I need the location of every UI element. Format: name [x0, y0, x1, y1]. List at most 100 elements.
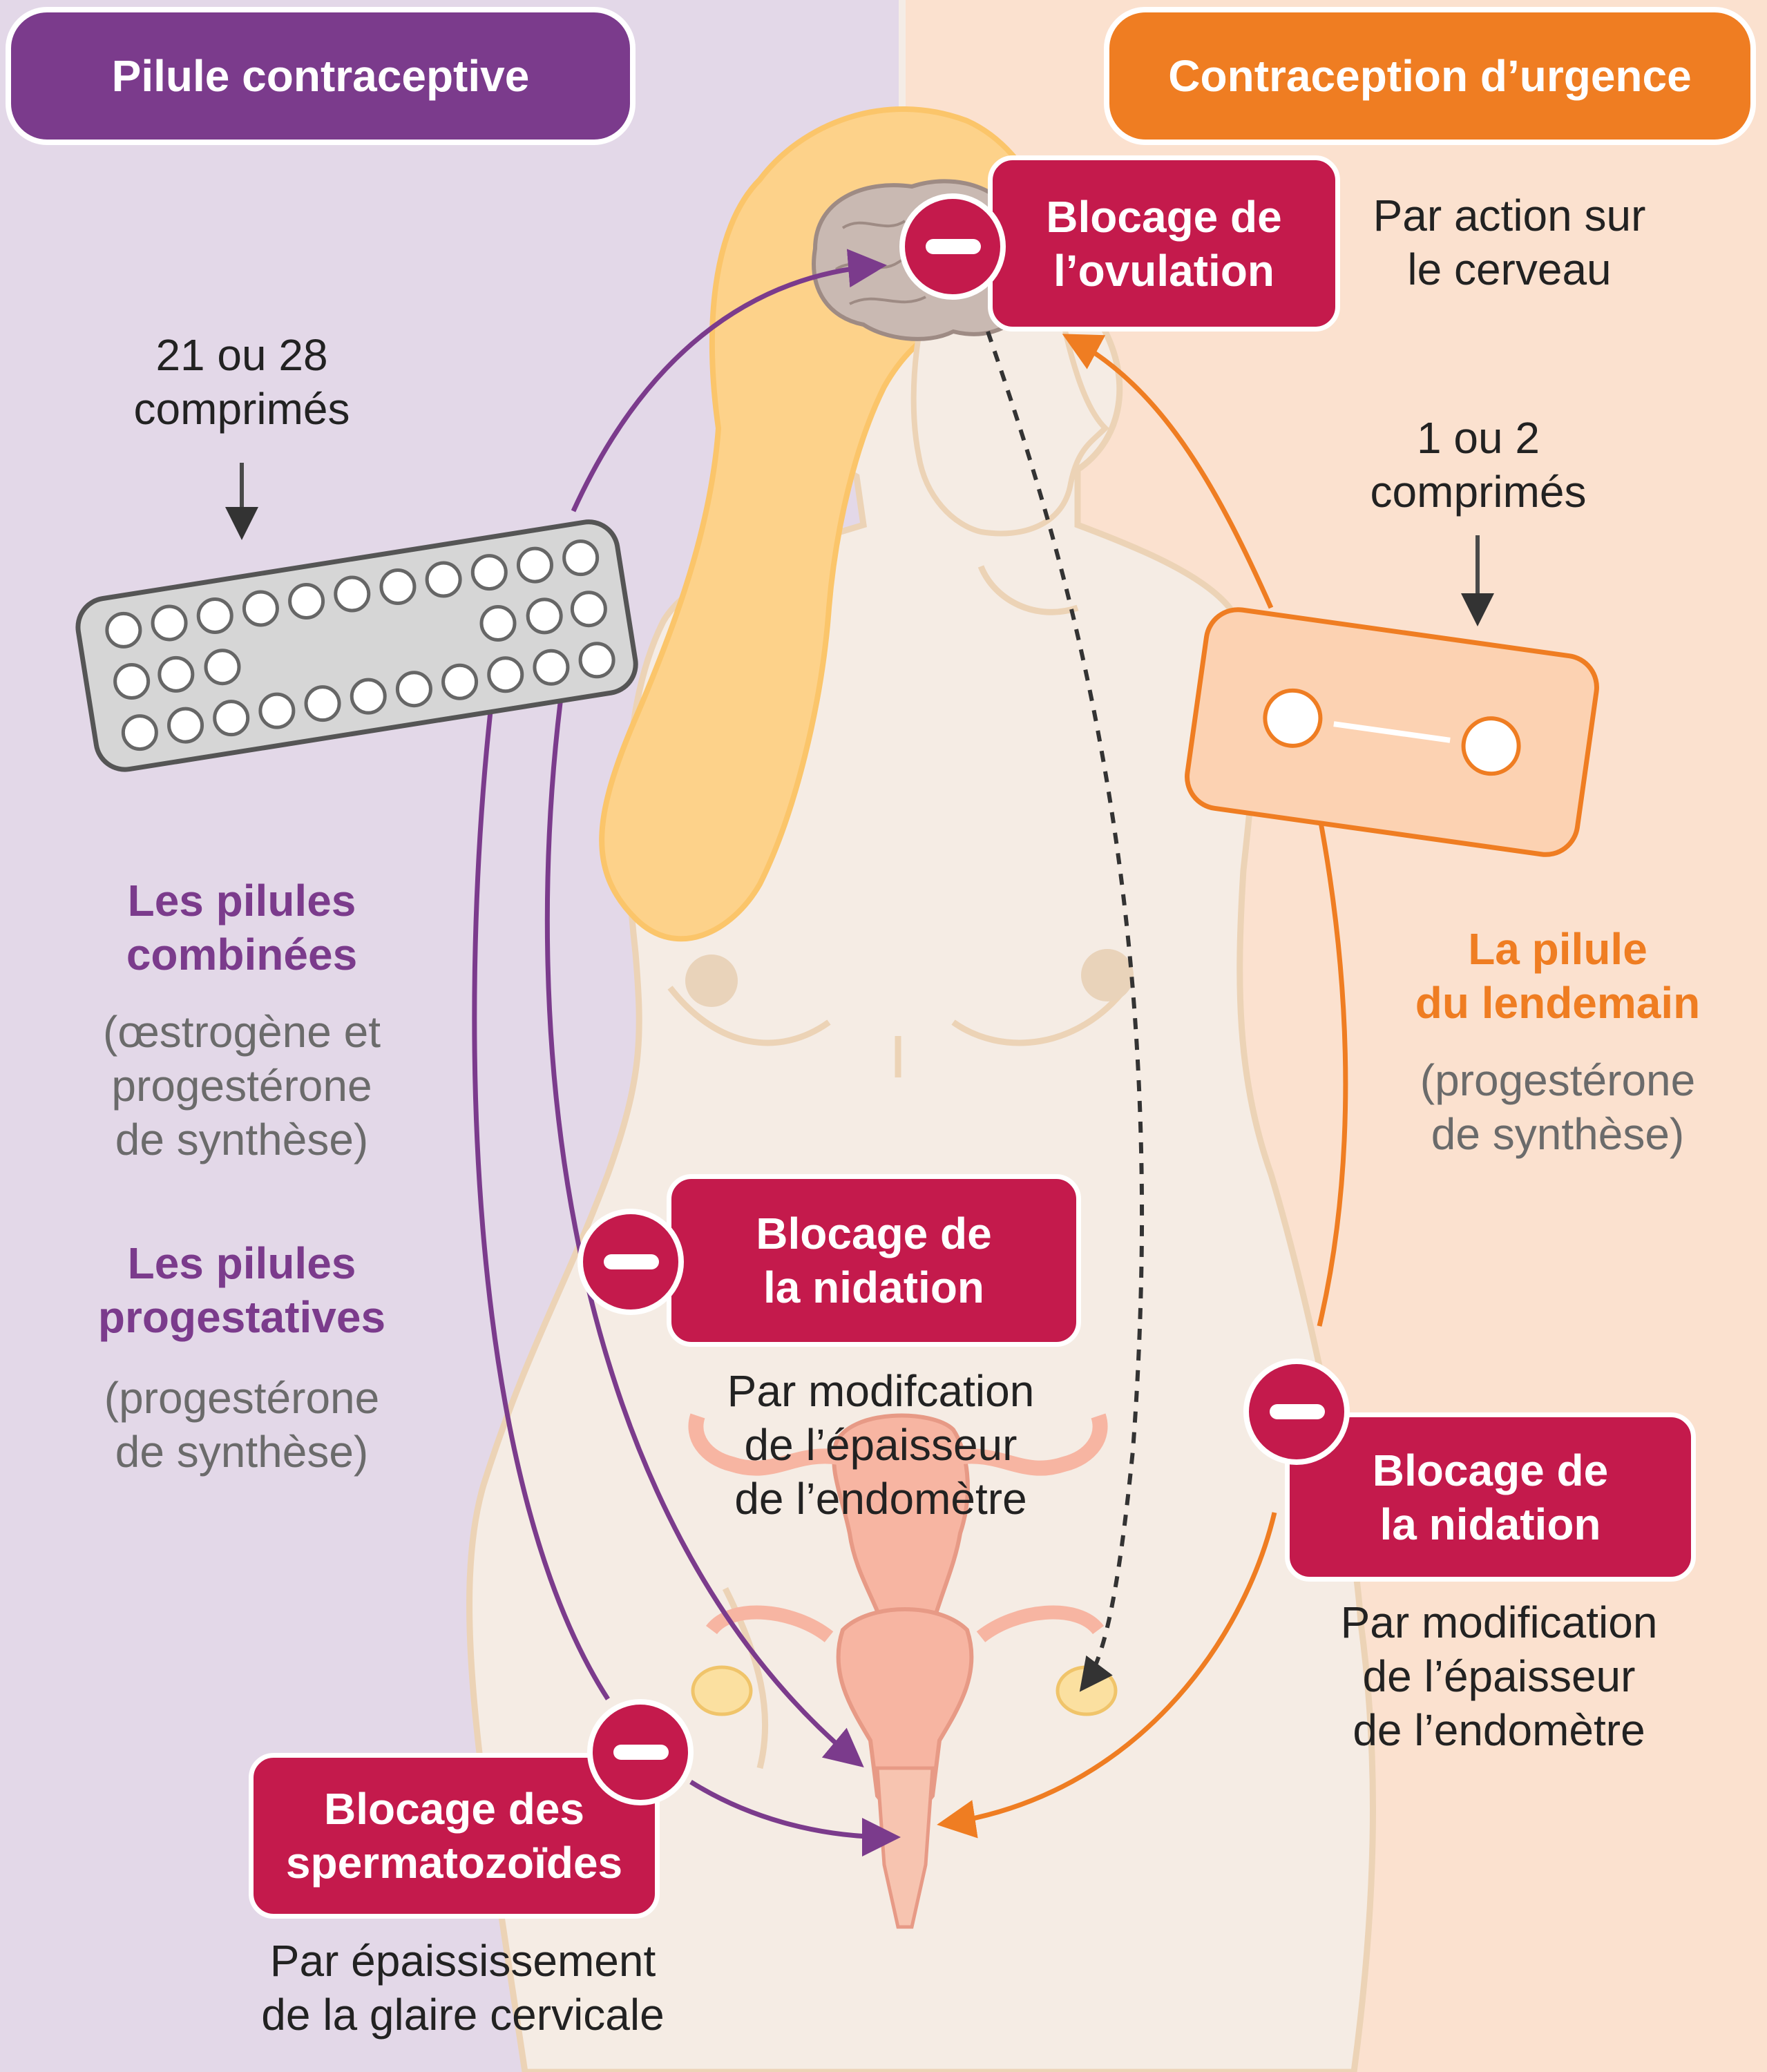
blister-pill — [151, 604, 188, 642]
left-count-line2: comprimés — [133, 384, 350, 434]
blister-pill — [516, 546, 553, 584]
sperm-note: Par épaississement de la glaire cervical… — [207, 1934, 718, 2042]
header-right-label: Contraception d’urgence — [1168, 51, 1692, 101]
blister-pill — [157, 655, 195, 693]
block-nidation-left-line1: Blocage de — [756, 1209, 992, 1258]
purple-arrow-to-brain — [571, 249, 887, 512]
combined-pills-title: Les pilules combinées — [41, 874, 442, 981]
blister-pill — [242, 590, 279, 627]
combined-title-line2: combinées — [126, 930, 358, 979]
minus-icon-nidation-left — [577, 1209, 684, 1315]
block-ovulation: Blocage de l’ovulation — [988, 155, 1340, 332]
blister-pill — [562, 539, 600, 577]
blister-pill — [213, 700, 250, 737]
nidation-left-note-line3: de l’endomètre — [734, 1474, 1027, 1524]
right-ovary — [1056, 1665, 1118, 1716]
minus-icon-nidation-right — [1243, 1359, 1350, 1465]
block-sperm-line1: Blocage des — [323, 1784, 585, 1834]
progestative-title-line2: progestatives — [97, 1292, 386, 1342]
right-pill-count: 1 ou 2 comprimés — [1312, 411, 1644, 519]
blister-pill — [470, 554, 508, 591]
morning-after-title-line2: du lendemain — [1415, 978, 1701, 1028]
left-nipple — [685, 955, 738, 1007]
right-nipple — [1081, 949, 1134, 1001]
ovulation-note-line2: le cerveau — [1407, 244, 1612, 294]
right-fallopian-tube — [976, 1605, 1104, 1642]
left-ovary — [691, 1665, 753, 1716]
minus-icon-ovulation — [899, 193, 1006, 300]
blister-pill — [533, 649, 570, 686]
ovulation-note: Par action sur le cerveau — [1340, 189, 1679, 296]
progestative-pills-description: (progestérone de synthèse) — [41, 1371, 442, 1479]
combined-desc-line1: (œstrogène et — [103, 1007, 381, 1057]
progestative-desc-line1: (progestérone — [104, 1373, 380, 1423]
blister-pill — [425, 561, 462, 598]
orange-arrow-down — [1317, 814, 1348, 1327]
orange-arrow-to-brain — [1062, 334, 1274, 609]
block-ovulation-line2: l’ovulation — [1053, 245, 1274, 296]
progestative-title-line1: Les pilules — [127, 1238, 356, 1288]
block-ovulation-line1: Blocage de — [1046, 191, 1282, 242]
emergency-pill-pack — [1185, 607, 1599, 857]
sperm-note-line1: Par épaississement — [269, 1936, 656, 1986]
nidation-right-note-line1: Par modification — [1340, 1598, 1658, 1647]
block-nidation-left: Blocage de la nidation — [667, 1174, 1081, 1347]
blister-pill — [113, 663, 151, 700]
morning-after-desc-line1: (progestérone — [1420, 1055, 1696, 1105]
block-sperm-line2: spermatozoïdes — [285, 1838, 623, 1888]
blister-pill — [570, 591, 607, 628]
nidation-left-note: Par modifcation de l’épaisseur de l’endo… — [663, 1364, 1098, 1526]
header-contraception-urgence: Contraception d’urgence — [1104, 7, 1756, 145]
dashed-arrow-brain-to-ovary — [986, 331, 1145, 1692]
purple-arrow-to-cervix — [472, 711, 610, 1700]
blister-pill — [395, 671, 432, 708]
block-nidation-right: Blocage de la nidation — [1285, 1412, 1696, 1582]
blister-pill — [121, 714, 158, 751]
cervix — [875, 1766, 935, 1929]
progestative-desc-line2: de synthèse) — [115, 1427, 369, 1477]
right-count-line2: comprimés — [1370, 467, 1587, 517]
morning-after-pill-description: (progestérone de synthèse) — [1375, 1053, 1741, 1161]
blister-pill — [479, 604, 517, 642]
block-nidation-right-line1: Blocage de — [1372, 1445, 1609, 1495]
combined-pills-description: (œstrogène et progestérone de synthèse) — [41, 1005, 442, 1167]
blister-pill — [167, 707, 204, 744]
block-nidation-right-line2: la nidation — [1379, 1499, 1601, 1549]
blister-pill — [288, 582, 325, 620]
blister-pill — [578, 642, 615, 679]
purple-arrow-to-cervix-end — [689, 1780, 901, 1857]
blister-pills — [105, 539, 615, 751]
right-count-line1: 1 ou 2 — [1417, 413, 1540, 463]
nidation-right-note-line3: de l’endomètre — [1353, 1705, 1645, 1755]
blister-pill — [487, 656, 524, 693]
nidation-left-note-line1: Par modifcation — [727, 1366, 1035, 1416]
blister-pill — [526, 597, 563, 635]
block-spermatozoides: Blocage des spermatozoïdes — [249, 1753, 660, 1919]
progestative-pills-title: Les pilules progestatives — [41, 1236, 442, 1344]
blister-pill — [379, 568, 417, 606]
block-nidation-left-line2: la nidation — [763, 1263, 984, 1312]
nidation-right-note: Par modification de l’épaisseur de l’end… — [1292, 1595, 1706, 1757]
left-fallopian-tube — [706, 1605, 834, 1642]
morning-after-title-line1: La pilule — [1468, 924, 1647, 974]
blister-pill — [196, 597, 233, 634]
header-pilule-contraceptive: Pilule contraceptive — [6, 7, 636, 145]
nidation-left-note-line2: de l’épaisseur — [744, 1420, 1018, 1470]
left-count-line1: 21 ou 28 — [155, 330, 328, 380]
combined-title-line1: Les pilules — [127, 876, 356, 925]
morning-after-pill-title: La pilule du lendemain — [1375, 922, 1741, 1030]
blister-pill — [441, 663, 479, 700]
minus-icon-spermatozoides — [587, 1699, 694, 1805]
blister-pill — [105, 611, 142, 649]
blister-pill — [334, 575, 371, 613]
nidation-right-note-line2: de l’épaisseur — [1362, 1651, 1636, 1701]
combined-desc-line2: progestérone — [111, 1061, 372, 1111]
blister-pill — [350, 678, 387, 715]
ovulation-note-line1: Par action sur — [1373, 191, 1646, 240]
blister-pill — [304, 685, 341, 722]
blister-pill — [204, 649, 241, 686]
combined-desc-line3: de synthèse) — [115, 1115, 369, 1164]
morning-after-desc-line2: de synthèse) — [1431, 1109, 1685, 1159]
header-left-label: Pilule contraceptive — [111, 51, 530, 101]
orange-arrow-to-uterus — [937, 1512, 1277, 1839]
